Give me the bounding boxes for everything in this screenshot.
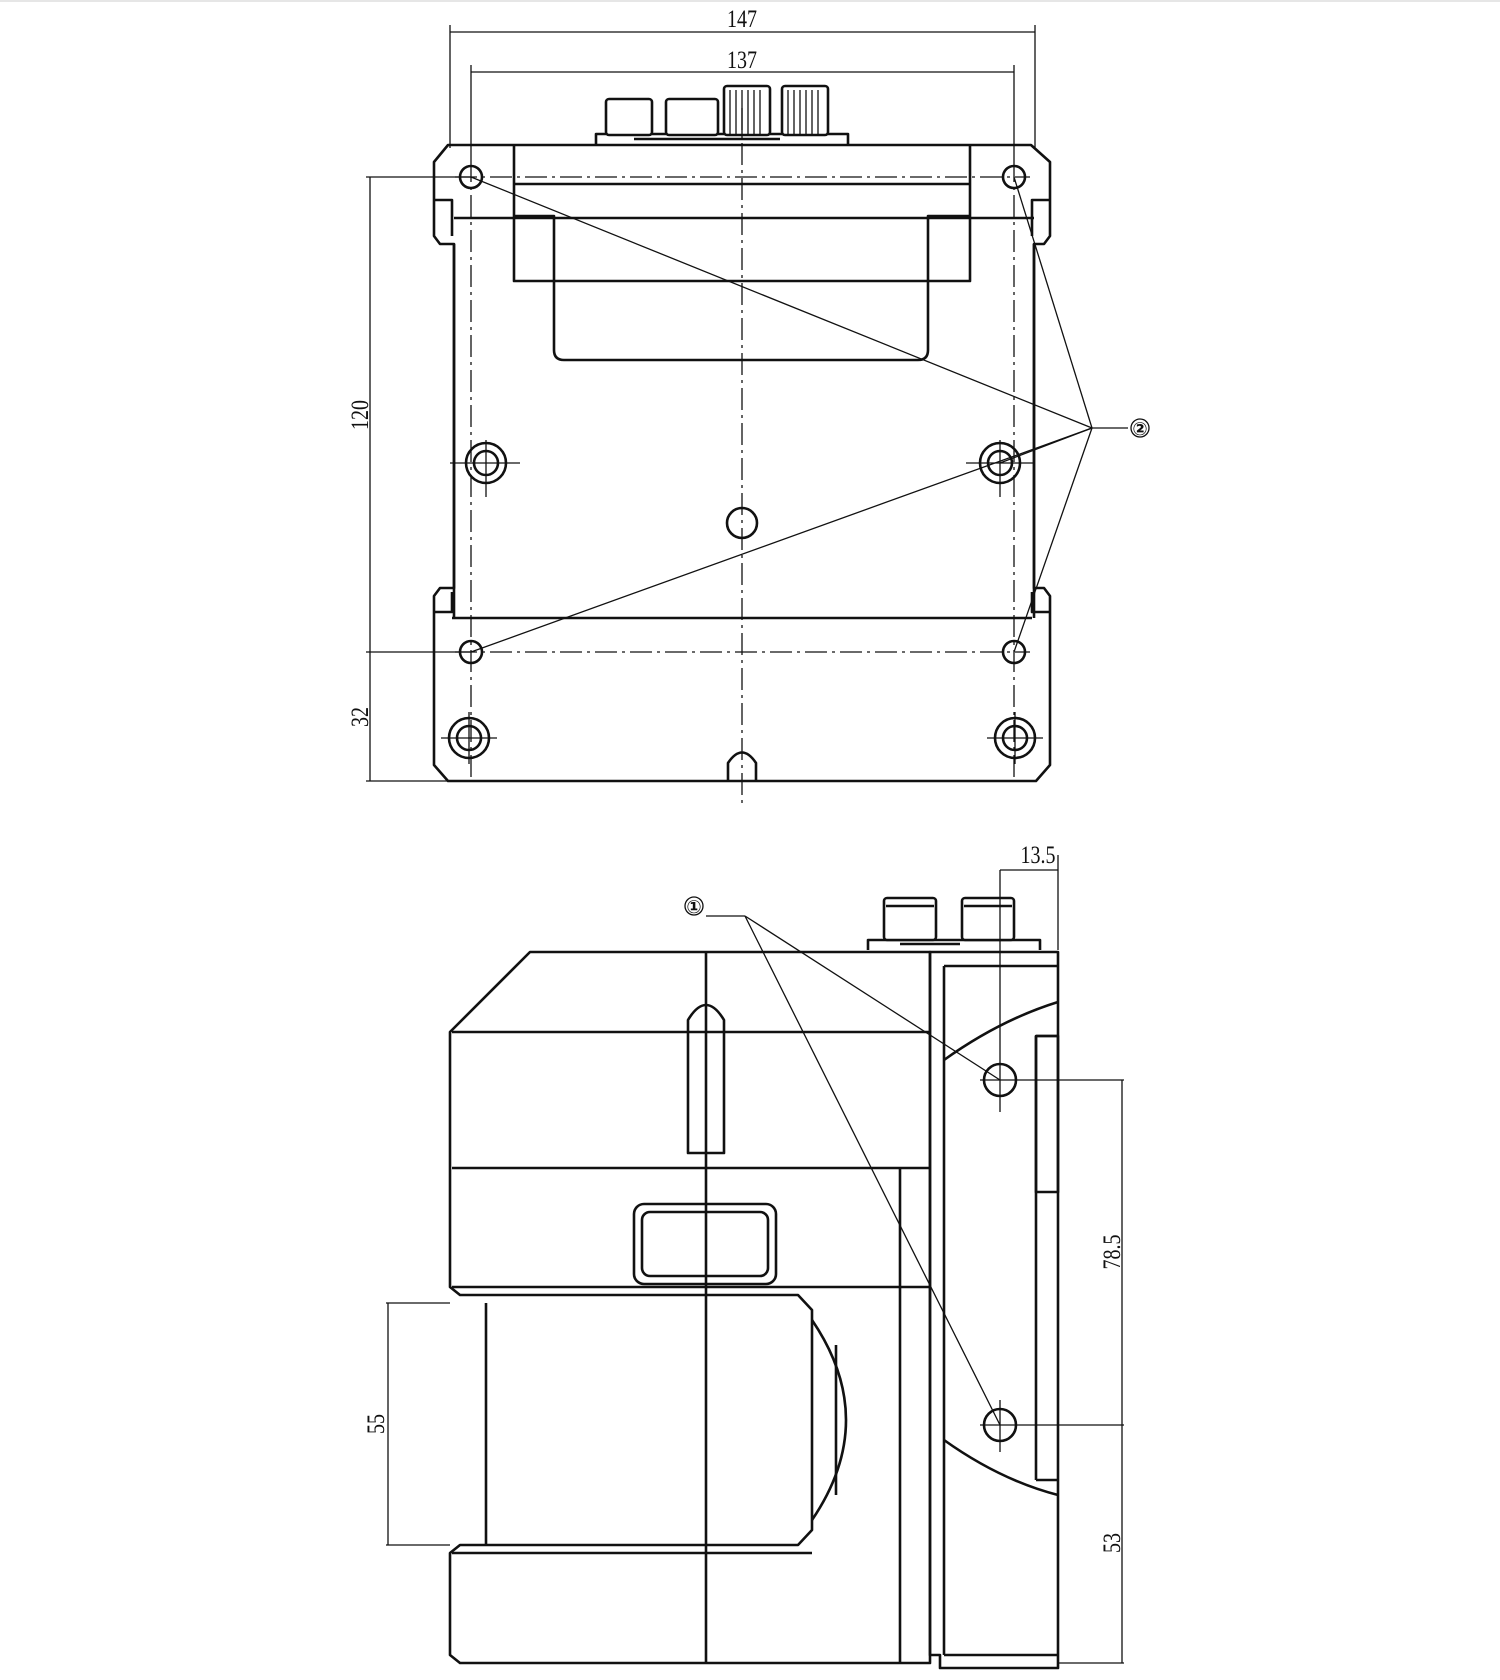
dim-overall-width: 147 (727, 5, 757, 33)
top-body-outline (432, 143, 1052, 783)
dim-bottom-offset: 32 (346, 707, 374, 727)
side-bracket (928, 950, 1060, 1670)
dim-hole-spacing-width: 137 (727, 46, 757, 74)
dim-window-height: 55 (362, 1414, 390, 1434)
top-connectors (594, 84, 850, 145)
side-connectors (866, 896, 1042, 950)
callout-2: ② (1132, 419, 1147, 440)
dim-side-bottom-offset: 53 (1098, 1533, 1126, 1553)
side-view: 13.5 78.5 53 55 ① (362, 841, 1126, 1670)
callout-1-leaders (706, 915, 1001, 1426)
dim-connector-offset: 13.5 (1021, 841, 1056, 869)
callout-2-leaders (470, 176, 1128, 653)
side-body-outline (448, 950, 932, 1665)
callout-1: ① (686, 897, 701, 918)
page-top-border (0, 0, 1500, 2)
top-view: 147 137 120 32 ② (346, 5, 1150, 805)
top-dimension-lines (366, 25, 1036, 782)
dim-hole-spacing-height: 120 (346, 400, 374, 430)
dim-side-hole-spacing: 78.5 (1098, 1235, 1126, 1270)
